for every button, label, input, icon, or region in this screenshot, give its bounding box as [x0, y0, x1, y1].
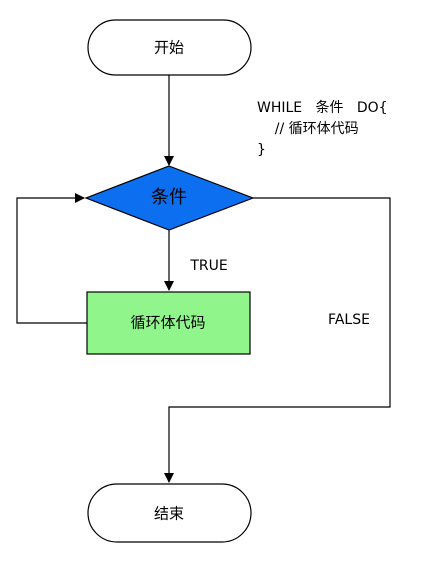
code-line-while: WHILE 条件 DO{ [257, 100, 388, 116]
end-label: 结束 [153, 504, 185, 523]
false-branch-arrow [164, 197, 391, 483]
code-line-close-brace: } [257, 142, 266, 158]
condition-label: 条件 [151, 187, 187, 208]
loop-back-arrow [16, 193, 87, 324]
false-branch-label: FALSE [328, 312, 370, 328]
loop-body-label: 循环体代码 [130, 313, 206, 332]
end-terminal-shape [87, 483, 252, 543]
start-label: 开始 [153, 38, 185, 57]
code-snippet: WHILE 条件 DO{ // 循环体代码 } [257, 98, 388, 161]
code-line-comment: // 循环体代码 [257, 121, 359, 137]
true-branch-label: TRUE [190, 258, 228, 274]
